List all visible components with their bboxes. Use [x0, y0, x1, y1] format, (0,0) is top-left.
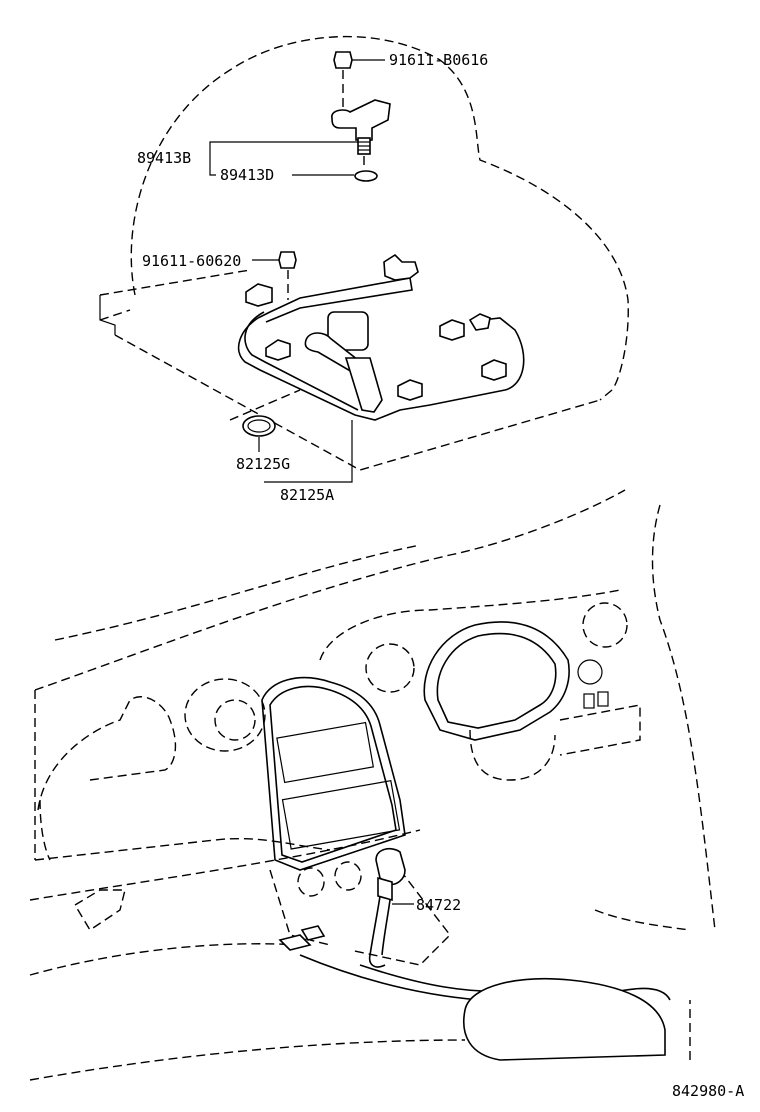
label-grommet: 82125G — [236, 455, 290, 473]
wire-harness-part — [237, 253, 525, 421]
grommet-part — [242, 415, 276, 452]
console-switch-part — [368, 847, 414, 968]
instrument-cluster — [319, 589, 641, 781]
bolt-top-part — [333, 51, 385, 110]
bolt-mid-part — [252, 251, 297, 300]
part-labels: 91611-B0616 89413B 89413D 91611-60620 82… — [137, 51, 744, 1100]
harness-leaders — [264, 420, 353, 483]
dashboard-outline — [29, 489, 716, 976]
center-console — [29, 676, 691, 1081]
diagram-id: 842980-A — [672, 1082, 744, 1100]
label-wire-harness: 82125A — [280, 486, 334, 504]
label-bolt-top: 91611-B0616 — [389, 51, 488, 69]
label-sensor-oring: 89413D — [220, 166, 274, 184]
sensor-leaders — [209, 141, 358, 176]
position-sensor-part — [331, 99, 391, 182]
label-sensor-assy: 89413B — [137, 149, 191, 167]
engine-compartment-outline — [99, 35, 629, 471]
label-bolt-mid: 91611-60620 — [142, 252, 241, 270]
label-console-switch: 84722 — [416, 896, 461, 914]
